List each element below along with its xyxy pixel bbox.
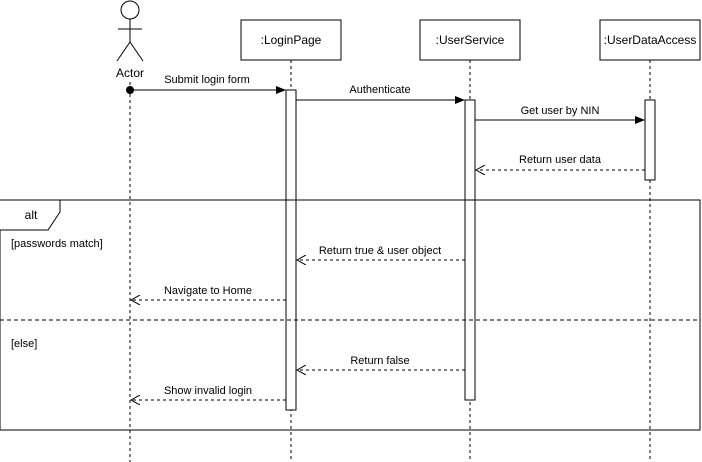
guard-else: [else] (11, 338, 37, 350)
message-label-show-invalid-login: Show invalid login (164, 385, 252, 397)
activation-userservice (464, 99, 476, 401)
actor-figure (116, 0, 144, 62)
participant-label-userdataaccess: :UserDataAccess (604, 33, 697, 47)
message-label-authenticate: Authenticate (349, 84, 410, 96)
message-label-return-user-data: Return user data (519, 154, 602, 166)
guard-passwords-match: [passwords match] (11, 238, 103, 250)
message-label-return-false: Return false (350, 355, 409, 367)
participant-label-userservice: :UserService (436, 33, 505, 47)
participant-box-userservice (419, 19, 521, 61)
participant-box-userdataaccess (599, 19, 701, 61)
message-label-submit-login-form: Submit login form (164, 74, 250, 86)
activation-loginpage (285, 89, 297, 411)
message-label-get-user-by-nin: Get user by NIN (521, 105, 600, 117)
message-label-navigate-to-home: Navigate to Home (164, 285, 252, 297)
alt-fragment (0, 199, 701, 431)
alt-operator-tab (0, 199, 61, 231)
activation-userdataaccess (644, 99, 656, 181)
alt-operator-label: alt (25, 208, 38, 222)
participant-label-loginpage: :LoginPage (261, 33, 322, 47)
participant-box-loginpage (240, 19, 342, 61)
actor-label: Actor (116, 66, 144, 80)
message-label-return-true-user-object: Return true & user object (319, 245, 441, 257)
